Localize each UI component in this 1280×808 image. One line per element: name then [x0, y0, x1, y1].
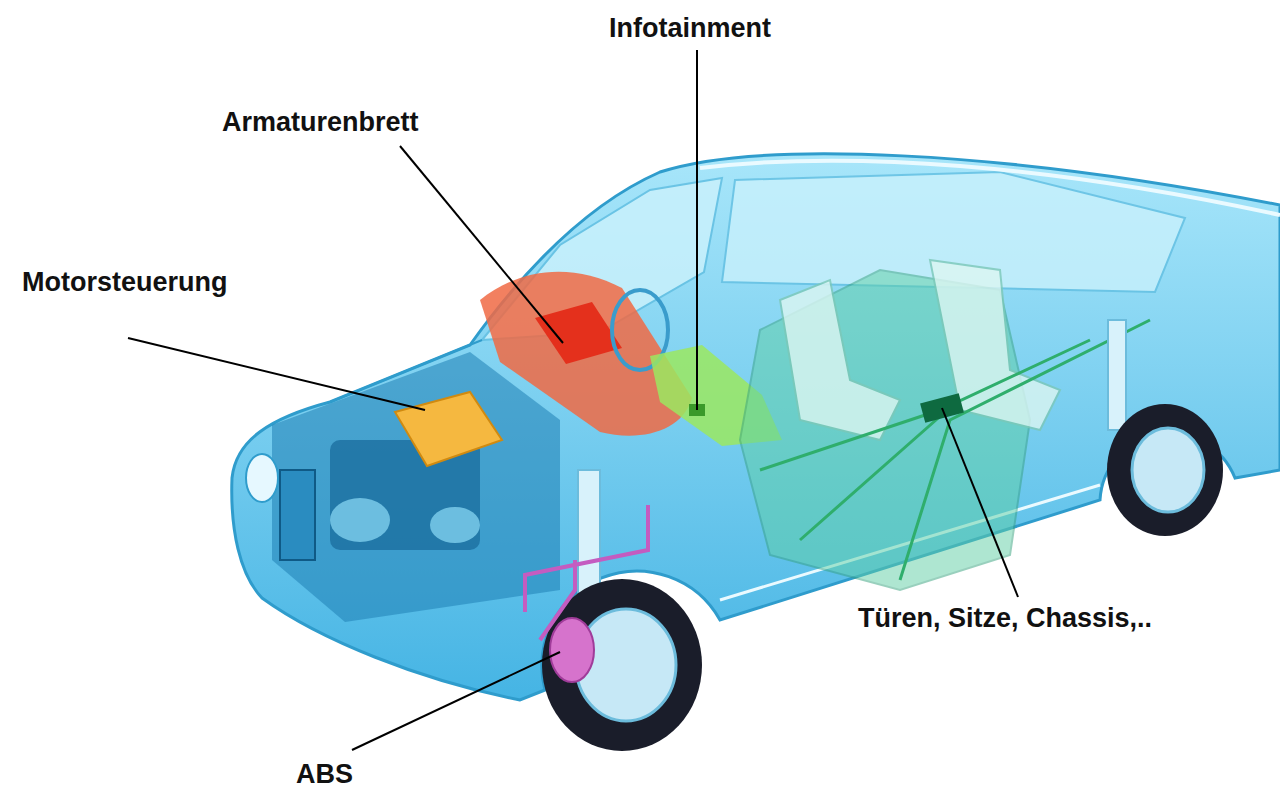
- radiator: [280, 470, 315, 560]
- part-label: Armaturenbrett: [222, 106, 419, 138]
- car-body: [232, 154, 1280, 700]
- engine-block: [330, 440, 480, 550]
- rear-rim: [1132, 428, 1204, 512]
- headlight: [246, 454, 278, 502]
- part-label: ABS: [296, 758, 353, 790]
- front-suspension: [578, 470, 600, 600]
- roof-line: [700, 161, 1280, 215]
- dashboard-area: [480, 272, 692, 436]
- abs-wiring: [525, 505, 648, 640]
- engine-part: [330, 498, 390, 542]
- engine-part: [430, 507, 480, 543]
- leader-line: [352, 652, 560, 750]
- part-label: Infotainment: [609, 12, 771, 44]
- rear-wheel: [1107, 404, 1223, 536]
- rear-suspension: [1108, 320, 1126, 430]
- abs-caliper: [550, 618, 594, 682]
- leader-line: [128, 338, 425, 410]
- leader-line: [696, 50, 698, 410]
- part-label: Türen, Sitze, Chassis,..: [858, 602, 1152, 634]
- engine-bay: [272, 352, 560, 622]
- engine-control-unit: [395, 392, 502, 466]
- part-label: Motorsteuerung: [22, 266, 228, 298]
- chassis-wiring: [760, 320, 1150, 580]
- dashboard-unit: [535, 302, 622, 364]
- leader-line: [400, 146, 563, 343]
- leader-line: [942, 408, 1018, 597]
- front-seat: [780, 280, 900, 440]
